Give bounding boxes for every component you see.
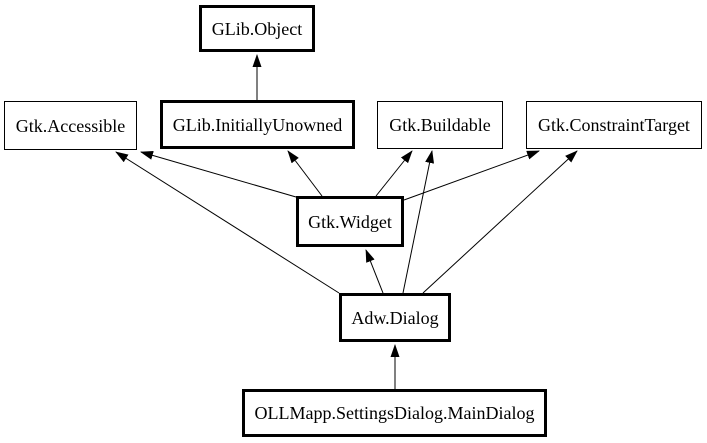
edge-dialog-to-buildable bbox=[402, 150, 435, 294]
node-gtk-constrainttarget[interactable]: Gtk.ConstraintTarget bbox=[526, 101, 702, 149]
edge-widget-to-constrainttarget bbox=[403, 150, 540, 201]
edge-dialog-to-accessible bbox=[115, 151, 340, 294]
node-gtk-buildable[interactable]: Gtk.Buildable bbox=[377, 101, 503, 149]
edge-widget-to-initiallyunowned bbox=[287, 150, 323, 197]
edge-widget-to-accessible bbox=[140, 151, 297, 198]
node-gtk-accessible[interactable]: Gtk.Accessible bbox=[4, 101, 137, 150]
node-glib-initiallyunowned[interactable]: GLib.InitiallyUnowned bbox=[160, 100, 355, 149]
node-glib-object[interactable]: GLib.Object bbox=[199, 5, 315, 52]
edge-dialog-to-widget bbox=[365, 249, 384, 294]
node-adw-dialog[interactable]: Adw.Dialog bbox=[339, 293, 451, 342]
node-gtk-widget[interactable]: Gtk.Widget bbox=[296, 196, 404, 247]
node-ollmapp-settingsdialog-maindialog[interactable]: OLLMapp.SettingsDialog.MainDialog bbox=[242, 389, 547, 437]
edge-dialog-to-constrainttarget bbox=[422, 150, 578, 294]
edge-widget-to-buildable bbox=[375, 150, 413, 197]
